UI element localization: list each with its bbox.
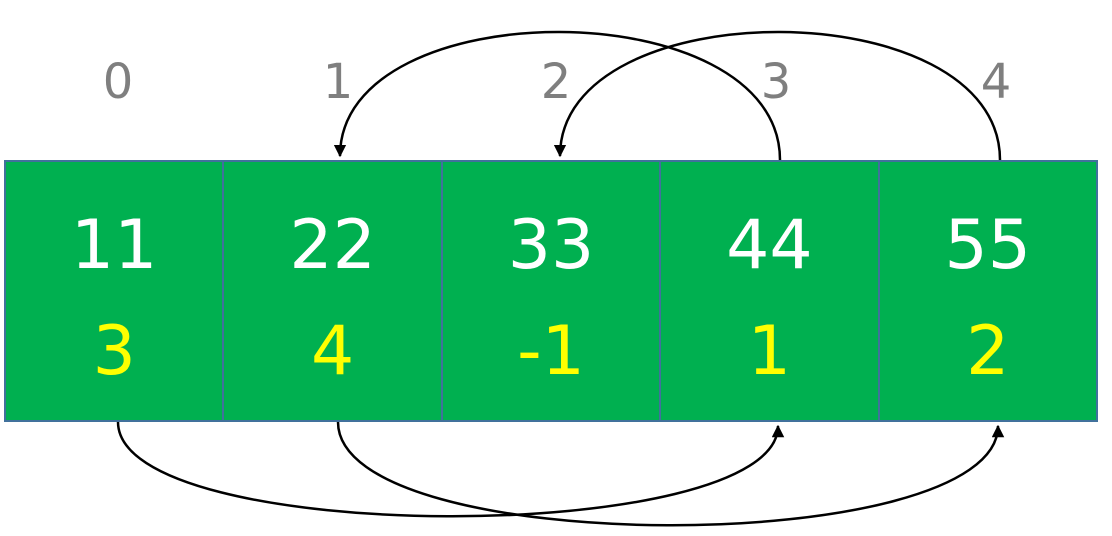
cell-value: 33	[507, 206, 595, 285]
array-cell-1: 22 4	[222, 160, 443, 422]
array-cell-3: 44 1	[659, 160, 880, 422]
array-cell-4: 55 2	[877, 160, 1098, 422]
link-arrow-1-to-4	[336, 421, 1005, 527]
array-row: 11 3 22 4 33 -1 44 1 55 2	[4, 160, 1106, 422]
cell-value: 22	[289, 206, 376, 285]
index-label-1: 1	[322, 54, 354, 110]
index-label-2: 2	[540, 54, 572, 110]
index-label-0: 0	[102, 54, 134, 110]
cell-value: 11	[70, 206, 158, 285]
cell-next-index: 4	[310, 312, 355, 391]
cell-next-index: -1	[517, 312, 585, 391]
array-cell-2: 33 -1	[440, 160, 662, 422]
cell-next-index: 3	[92, 312, 136, 391]
index-label-3: 3	[760, 54, 792, 110]
cell-value: 55	[944, 206, 1032, 285]
cell-value: 44	[726, 206, 813, 285]
index-label-4: 4	[980, 54, 1012, 110]
link-arrow-0-to-3	[116, 421, 785, 518]
array-cell-0: 11 3	[4, 160, 225, 422]
cell-next-index: 2	[966, 312, 1010, 391]
cell-next-index: 1	[747, 312, 791, 391]
